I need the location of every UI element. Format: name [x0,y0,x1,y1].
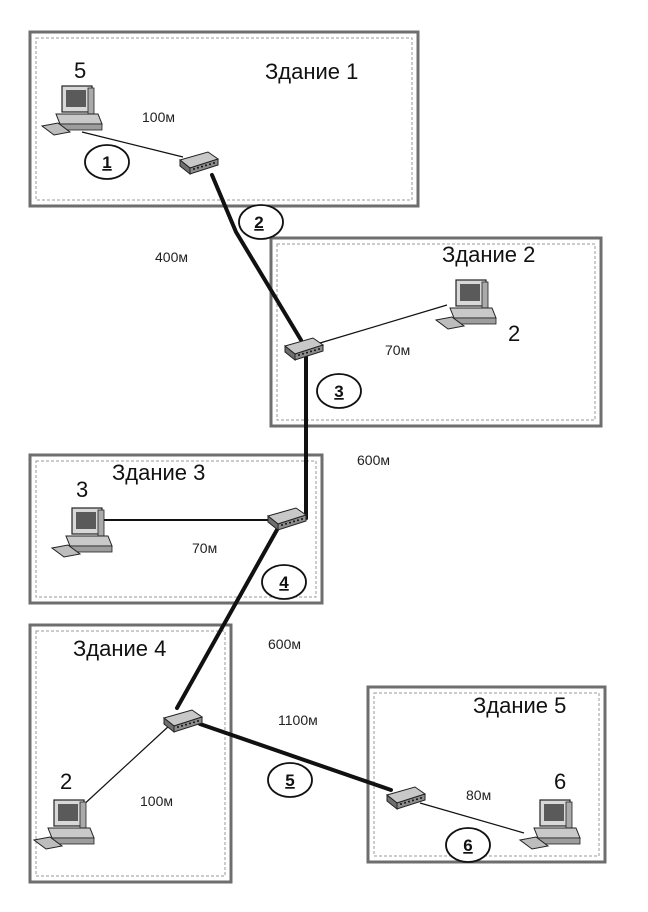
segment-number: 2 [254,213,263,232]
computer-count-b1: 5 [74,58,86,83]
segment-marker-3: 3 [316,373,362,409]
segment-marker-5: 5 [267,762,313,798]
segment-number: 3 [334,382,343,401]
distance-label: 600м [357,452,390,468]
link-b2-hub-pc [319,304,448,344]
link-b1-pc-hub [81,131,184,158]
building-4-title: Здание 4 [73,636,166,661]
segment-number: 4 [279,573,289,592]
trunk-b3-b4 [175,526,280,710]
building-2-title: Здание 2 [442,242,535,267]
building-5-title: Здание 5 [473,693,566,718]
link-b5-hub-pc [419,802,525,834]
distance-label: 100м [140,793,173,809]
segment-number: 6 [463,836,472,855]
building-3-title: Здание 3 [112,460,205,485]
distance-label: 80м [466,787,491,803]
distance-label: 100м [142,109,175,125]
computer-count-b5: 6 [554,769,566,794]
computer-count-b2: 2 [508,321,520,346]
segment-marker-2: 2 [238,204,284,240]
distance-label: 70м [385,342,410,358]
segment-number: 5 [285,771,294,790]
computer-count-b3: 3 [76,477,88,502]
distance-label: 600м [268,636,301,652]
segment-marker-4: 4 [261,564,307,600]
distance-label: 1100м [278,712,318,728]
computer-count-b4: 2 [60,769,72,794]
segment-marker-6: 6 [445,827,491,863]
distance-label: 70м [192,540,217,556]
distance-label: 400м [155,249,188,265]
building-1-title: Здание 1 [265,59,358,84]
trunk-b4-b5 [198,722,393,792]
segment-marker-1: 1 [84,144,130,180]
trunk-b1-b2 [210,173,303,342]
link-b4-hub-pc [79,724,171,809]
segment-number: 1 [102,153,111,172]
